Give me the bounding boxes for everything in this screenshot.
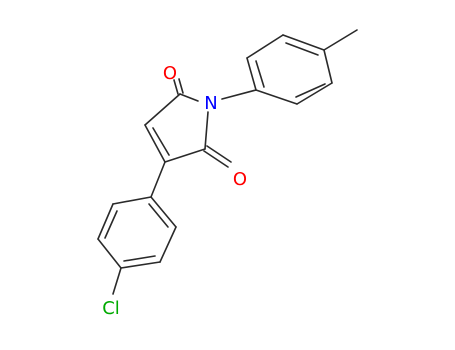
bond-methyl (323, 29, 358, 51)
bond-cp-c6-c1 (150, 196, 177, 228)
bond-c5-n (204, 111, 209, 150)
bond-c4-c5 (164, 148, 206, 163)
bond-cp-c1-c2 (112, 196, 152, 205)
bond-c5-o-right-2 (206, 145, 232, 163)
bond-tol-c3-c4 (282, 34, 325, 51)
bond-tol-c6-c1 (255, 89, 298, 105)
bond-cp-inner-a (104, 210, 118, 239)
bond-cl (112, 267, 122, 295)
bond-n-aryl (221, 89, 257, 100)
bond-c2-o-top-2 (178, 78, 184, 94)
bond-tol-c4-c5 (323, 49, 333, 84)
bond-c4-aryl (150, 161, 166, 198)
atom-chlorine: Cl (102, 298, 120, 319)
bond-n-c2 (179, 93, 199, 102)
bond-cp-c5-c6 (159, 226, 177, 263)
bond-cp-c3-c4 (97, 238, 122, 269)
bond-cp-inner-b (123, 255, 156, 262)
bond-tol-inner-c (295, 83, 326, 98)
bond-tol-c1-c2 (246, 57, 257, 91)
atom-oxygen-top: O (163, 63, 177, 84)
bond-c5-o-right-1 (203, 150, 229, 168)
atom-oxygen-right: O (233, 169, 247, 190)
bonds (97, 29, 358, 295)
bond-tol-c5-c6 (296, 82, 333, 105)
bond-cp-c4-c5 (120, 261, 161, 269)
bond-tol-inner-b (285, 42, 319, 56)
bond-tol-inner-a (255, 60, 265, 88)
bond-c2-c3 (144, 93, 181, 126)
bond-c2-o-top-1 (173, 79, 179, 95)
atom-labels: O N O Cl (102, 63, 247, 319)
bond-cp-c2-c3 (97, 203, 114, 240)
bond-cp-inner-c (148, 203, 169, 228)
atom-nitrogen: N (204, 93, 217, 114)
bond-c3-c4-inner (152, 127, 170, 156)
bond-c3-c4 (144, 124, 166, 163)
bond-tol-c2-c3 (246, 34, 284, 59)
